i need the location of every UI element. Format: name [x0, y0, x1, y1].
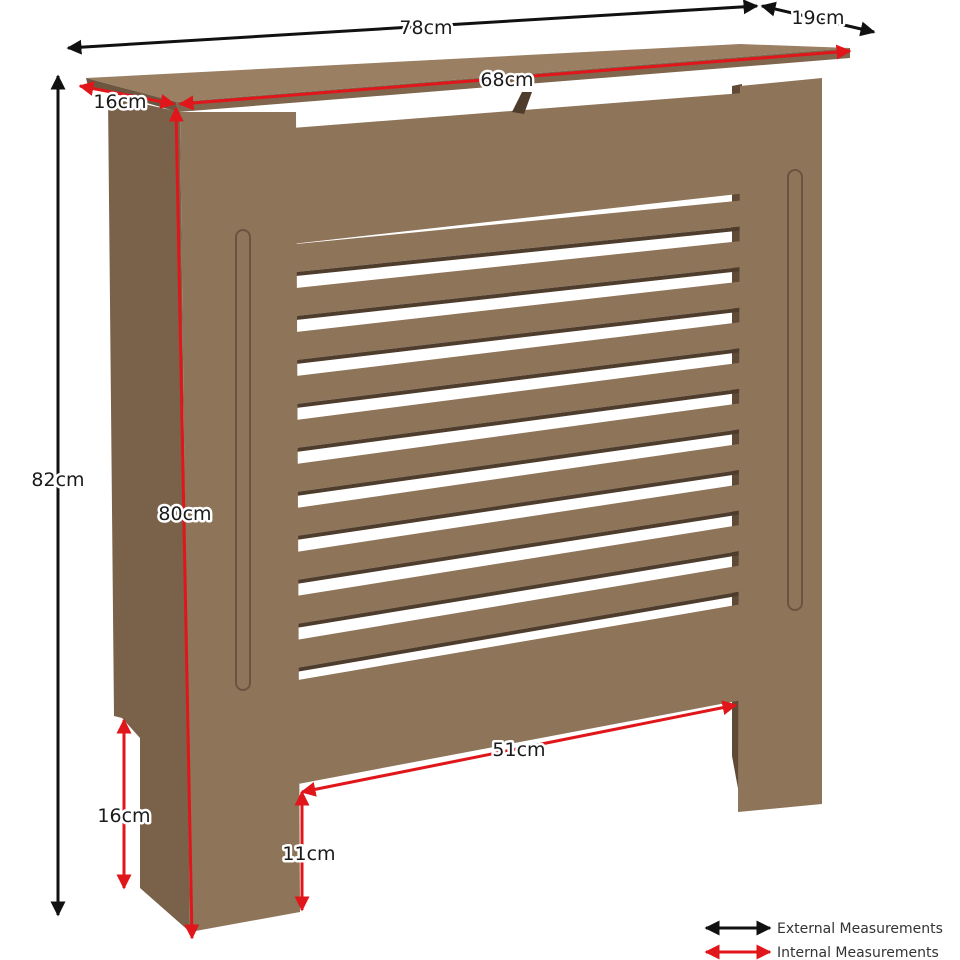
right-groove — [787, 169, 803, 611]
slat-edge — [296, 590, 746, 672]
overall-depth-label: 19cm — [791, 7, 844, 29]
radiator-cover — [86, 44, 850, 932]
slat — [296, 321, 746, 404]
slat — [296, 281, 746, 360]
inner-width-label: 68cm — [480, 69, 533, 91]
slat — [296, 200, 746, 272]
slat — [296, 240, 746, 316]
slat — [296, 443, 746, 536]
inner-width-arrow — [178, 44, 852, 111]
slat-edge — [296, 347, 746, 408]
dimension-labels: 78cm 19cm 68cm 16cm 82cm 80cm 16cm 11cm … — [29, 5, 847, 868]
slat — [296, 564, 746, 668]
inner-height-label: 80cm — [158, 503, 211, 525]
side-cutout-label: 16cm — [97, 805, 150, 827]
slat-edge — [296, 509, 746, 584]
slat — [296, 483, 746, 580]
front-gap-width-arrow — [300, 700, 738, 797]
legend-external-label: External Measurements — [777, 921, 943, 937]
legend: External Measurements Internal Measureme… — [704, 920, 943, 960]
slat-edge — [296, 388, 746, 452]
slat — [296, 362, 746, 448]
slat-edge — [296, 550, 746, 628]
slats — [296, 200, 746, 672]
left-groove — [235, 229, 251, 691]
slat — [296, 524, 746, 624]
left-leg-front — [180, 112, 300, 932]
overall-width-label: 78cm — [399, 17, 452, 39]
slat-edge — [296, 226, 746, 276]
side-depth-label: 16cm — [93, 91, 146, 113]
overall-height-label: 82cm — [31, 469, 84, 491]
right-leg-front — [738, 78, 822, 812]
inner-height-arrow — [168, 106, 200, 940]
slat-edge — [296, 428, 746, 496]
slat-edge — [296, 266, 746, 320]
slat-edge — [296, 469, 746, 540]
front-gap-width-label: 51cm — [492, 739, 545, 761]
legend-internal-label: Internal Measurements — [777, 945, 939, 960]
top-rail — [292, 92, 756, 244]
slat — [296, 402, 746, 492]
overall-width-arrow — [66, 0, 759, 55]
side-depth-arrow — [78, 81, 176, 109]
front-gap-height-label: 11cm — [282, 843, 335, 865]
dimension-lines — [50, 0, 876, 940]
slat-edge — [296, 307, 746, 364]
overall-depth-arrow — [760, 1, 876, 37]
